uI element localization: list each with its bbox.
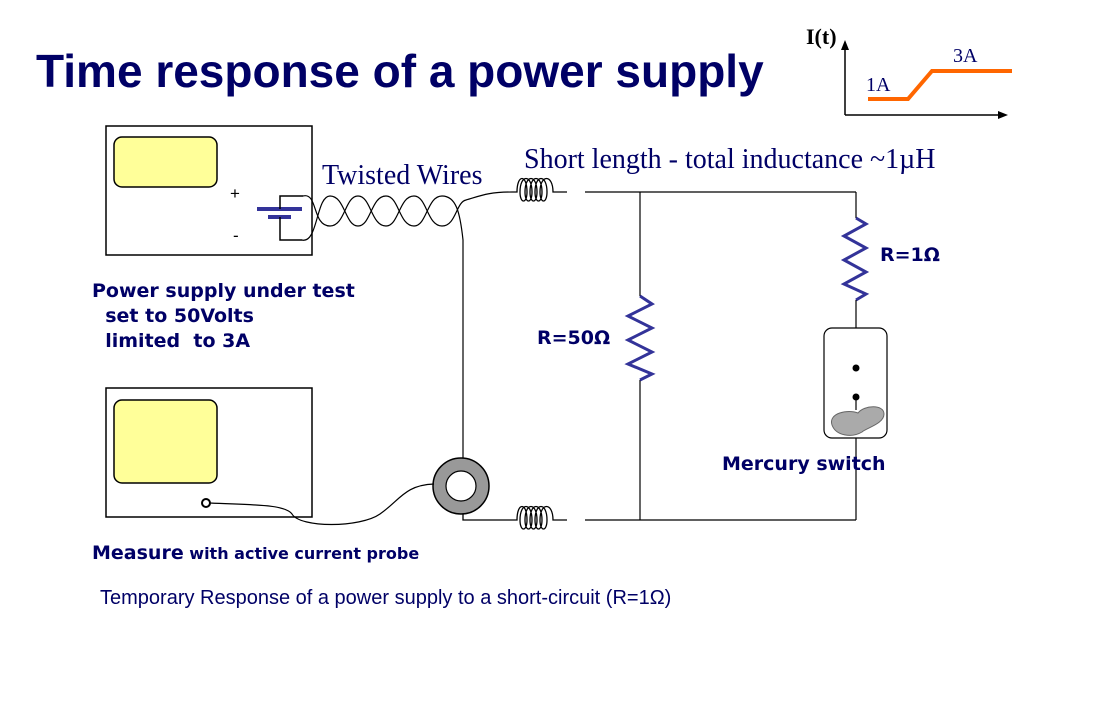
measure-rest: with active current probe: [183, 544, 420, 563]
inset-high-label: 3A: [953, 45, 978, 67]
resistor-50-ohm: [624, 294, 656, 382]
measure-word: Measure: [92, 542, 184, 564]
power-supply-screen: [113, 136, 218, 188]
inset-y-axis-label: I(t): [806, 24, 837, 49]
twisted-wires-label: Twisted Wires: [322, 160, 483, 191]
slide-title: Time response of a power supply: [36, 45, 764, 97]
minus-terminal-label: -: [233, 226, 239, 245]
current-step-line: [868, 69, 1012, 101]
resistor-1-ohm: [840, 216, 870, 302]
probe-cable: [209, 483, 435, 526]
battery-icon: [257, 195, 303, 241]
top-inductor: [512, 177, 567, 202]
mercury-blob: [831, 406, 885, 436]
inset-low-label: 1A: [866, 74, 891, 96]
short-length-label: Short length - total inductance ~1µH: [524, 144, 936, 175]
inset-graph: [841, 40, 1012, 119]
mercury-switch-label: Mercury switch: [722, 453, 886, 475]
plus-terminal-label: +: [230, 184, 240, 203]
power-supply-label: Power supply under test set to 50Volts l…: [92, 280, 355, 352]
r1-label: R=1Ω: [880, 244, 940, 266]
bottom-inductor: [462, 505, 567, 530]
probe-input-jack: [201, 498, 211, 508]
slide-caption: Temporary Response of a power supply to …: [100, 587, 672, 609]
r50-label: R=50Ω: [537, 327, 611, 349]
oscilloscope-screen: [113, 399, 218, 484]
twisted-wires: [301, 191, 513, 468]
measure-label: Measure with active current probe: [92, 542, 419, 564]
